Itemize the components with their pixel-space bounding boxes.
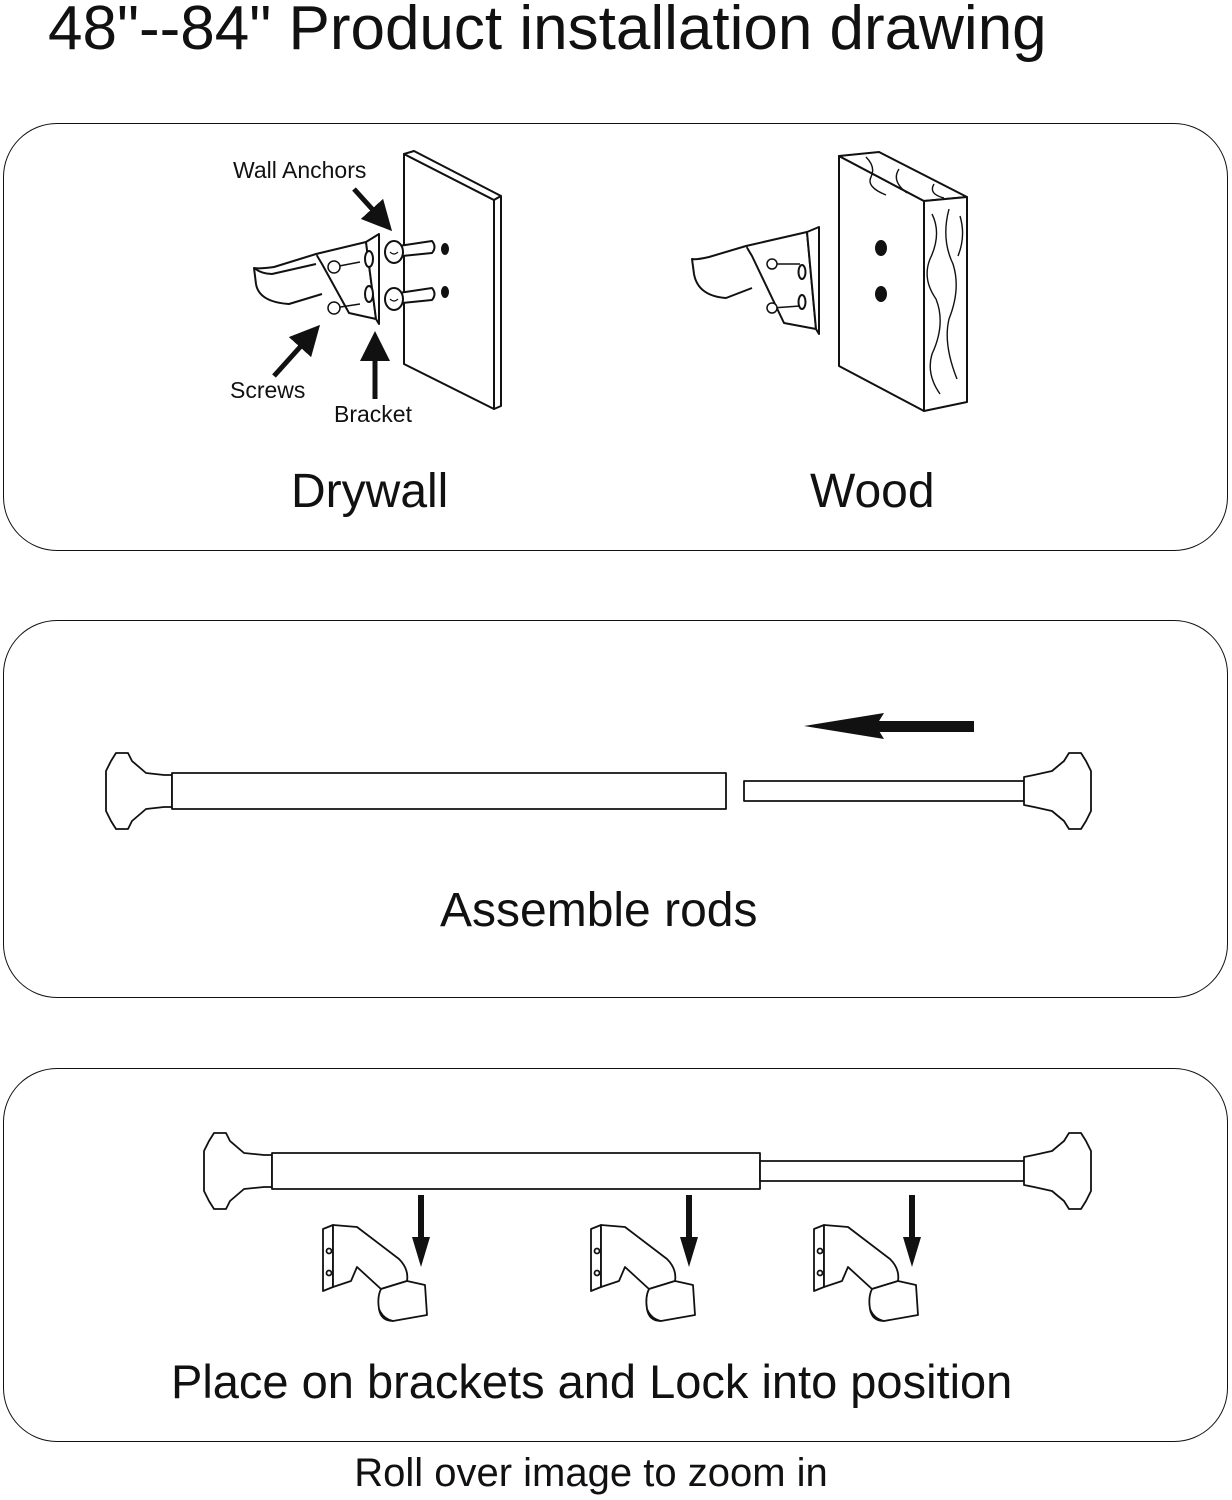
brackets-row	[322, 1195, 921, 1322]
callout-arrows	[272, 187, 393, 399]
zoom-hint: Roll over image to zoom in	[0, 1448, 1232, 1498]
assemble-illustration	[105, 713, 1092, 830]
place-panel: Place on brackets and Lock into position	[3, 1068, 1228, 1442]
bracket-3	[813, 1195, 921, 1322]
place-caption: Place on brackets and Lock into position	[171, 1355, 1013, 1408]
place-illustration	[203, 1132, 1092, 1322]
bracket-2	[590, 1195, 698, 1322]
mounting-panel: Wall Anchors Screws Bracket Drywall Wood	[3, 123, 1228, 551]
slide-arrow	[804, 713, 974, 739]
wood-label: Wood	[810, 465, 935, 518]
assemble-caption: Assemble rods	[440, 884, 758, 937]
bracket-1	[322, 1195, 430, 1322]
assembled-rod	[203, 1132, 1092, 1210]
screws	[327, 260, 361, 315]
zoom-hint-text: Roll over image to zoom in	[354, 1451, 828, 1495]
screws-label: Screws	[230, 377, 306, 403]
drywall-label: Drywall	[291, 465, 449, 518]
right-rod	[743, 752, 1092, 830]
page-title: 48"--84" Product installation drawing	[48, 0, 1047, 63]
assemble-panel: Assemble rods	[3, 620, 1228, 998]
drywall-bracket	[253, 233, 380, 325]
mounting-illustration	[253, 150, 968, 412]
wood-illustration	[691, 151, 968, 412]
left-rod	[105, 752, 727, 830]
wall-anchors	[384, 240, 436, 311]
drywall-board	[403, 150, 502, 410]
bracket-label: Bracket	[334, 401, 412, 427]
wall-anchors-label: Wall Anchors	[233, 157, 367, 183]
